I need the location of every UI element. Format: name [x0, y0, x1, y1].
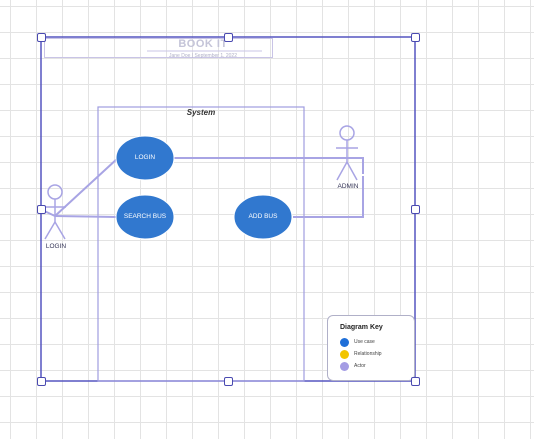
key-dot-relationship — [340, 350, 349, 359]
usecase-search-bus-label: SEARCH BUS — [123, 213, 167, 220]
resize-handle-bottom-right[interactable] — [411, 377, 420, 386]
usecase-search-bus[interactable] — [115, 194, 175, 240]
resize-handle-right[interactable] — [411, 205, 420, 214]
usecase-login-label: LOGIN — [134, 154, 156, 161]
diagram-subtitle: Jane Doe | September 1, 2022 — [168, 53, 237, 59]
system-label: System — [186, 108, 216, 117]
relationship-lines — [39, 157, 364, 218]
title-box[interactable] — [44, 38, 273, 58]
resize-handle-top[interactable] — [224, 33, 233, 42]
actor-admin-label: ADMIN — [337, 183, 359, 190]
resize-handle-top-left[interactable] — [37, 33, 46, 42]
key-label-actor: Actor — [354, 363, 366, 369]
key-label-relationship: Relationship — [354, 351, 382, 357]
line-login-admin[interactable] — [172, 157, 364, 174]
usecase-add-bus-label: ADD BUS — [248, 213, 278, 220]
system-boundary[interactable] — [97, 106, 305, 382]
actor-admin-icon[interactable] — [336, 125, 358, 181]
key-label-use-case: Use case — [354, 339, 375, 345]
line-add-admin[interactable] — [293, 176, 364, 218]
actor-user-icon[interactable] — [44, 184, 66, 240]
line-user-search[interactable] — [54, 215, 118, 218]
actor-user-label: LOGIN — [45, 243, 67, 250]
diagram-title: BOOK IT — [178, 38, 228, 50]
key-dot-use-case — [340, 338, 349, 347]
resize-handle-bottom-left[interactable] — [37, 377, 46, 386]
diagram-key-title: Diagram Key — [340, 324, 383, 331]
usecase-add-bus[interactable] — [233, 194, 293, 240]
key-dot-actor — [340, 362, 349, 371]
resize-handle-top-right[interactable] — [411, 33, 420, 42]
resize-handle-left[interactable] — [37, 205, 46, 214]
resize-handle-bottom[interactable] — [224, 377, 233, 386]
usecase-login[interactable] — [115, 135, 175, 181]
